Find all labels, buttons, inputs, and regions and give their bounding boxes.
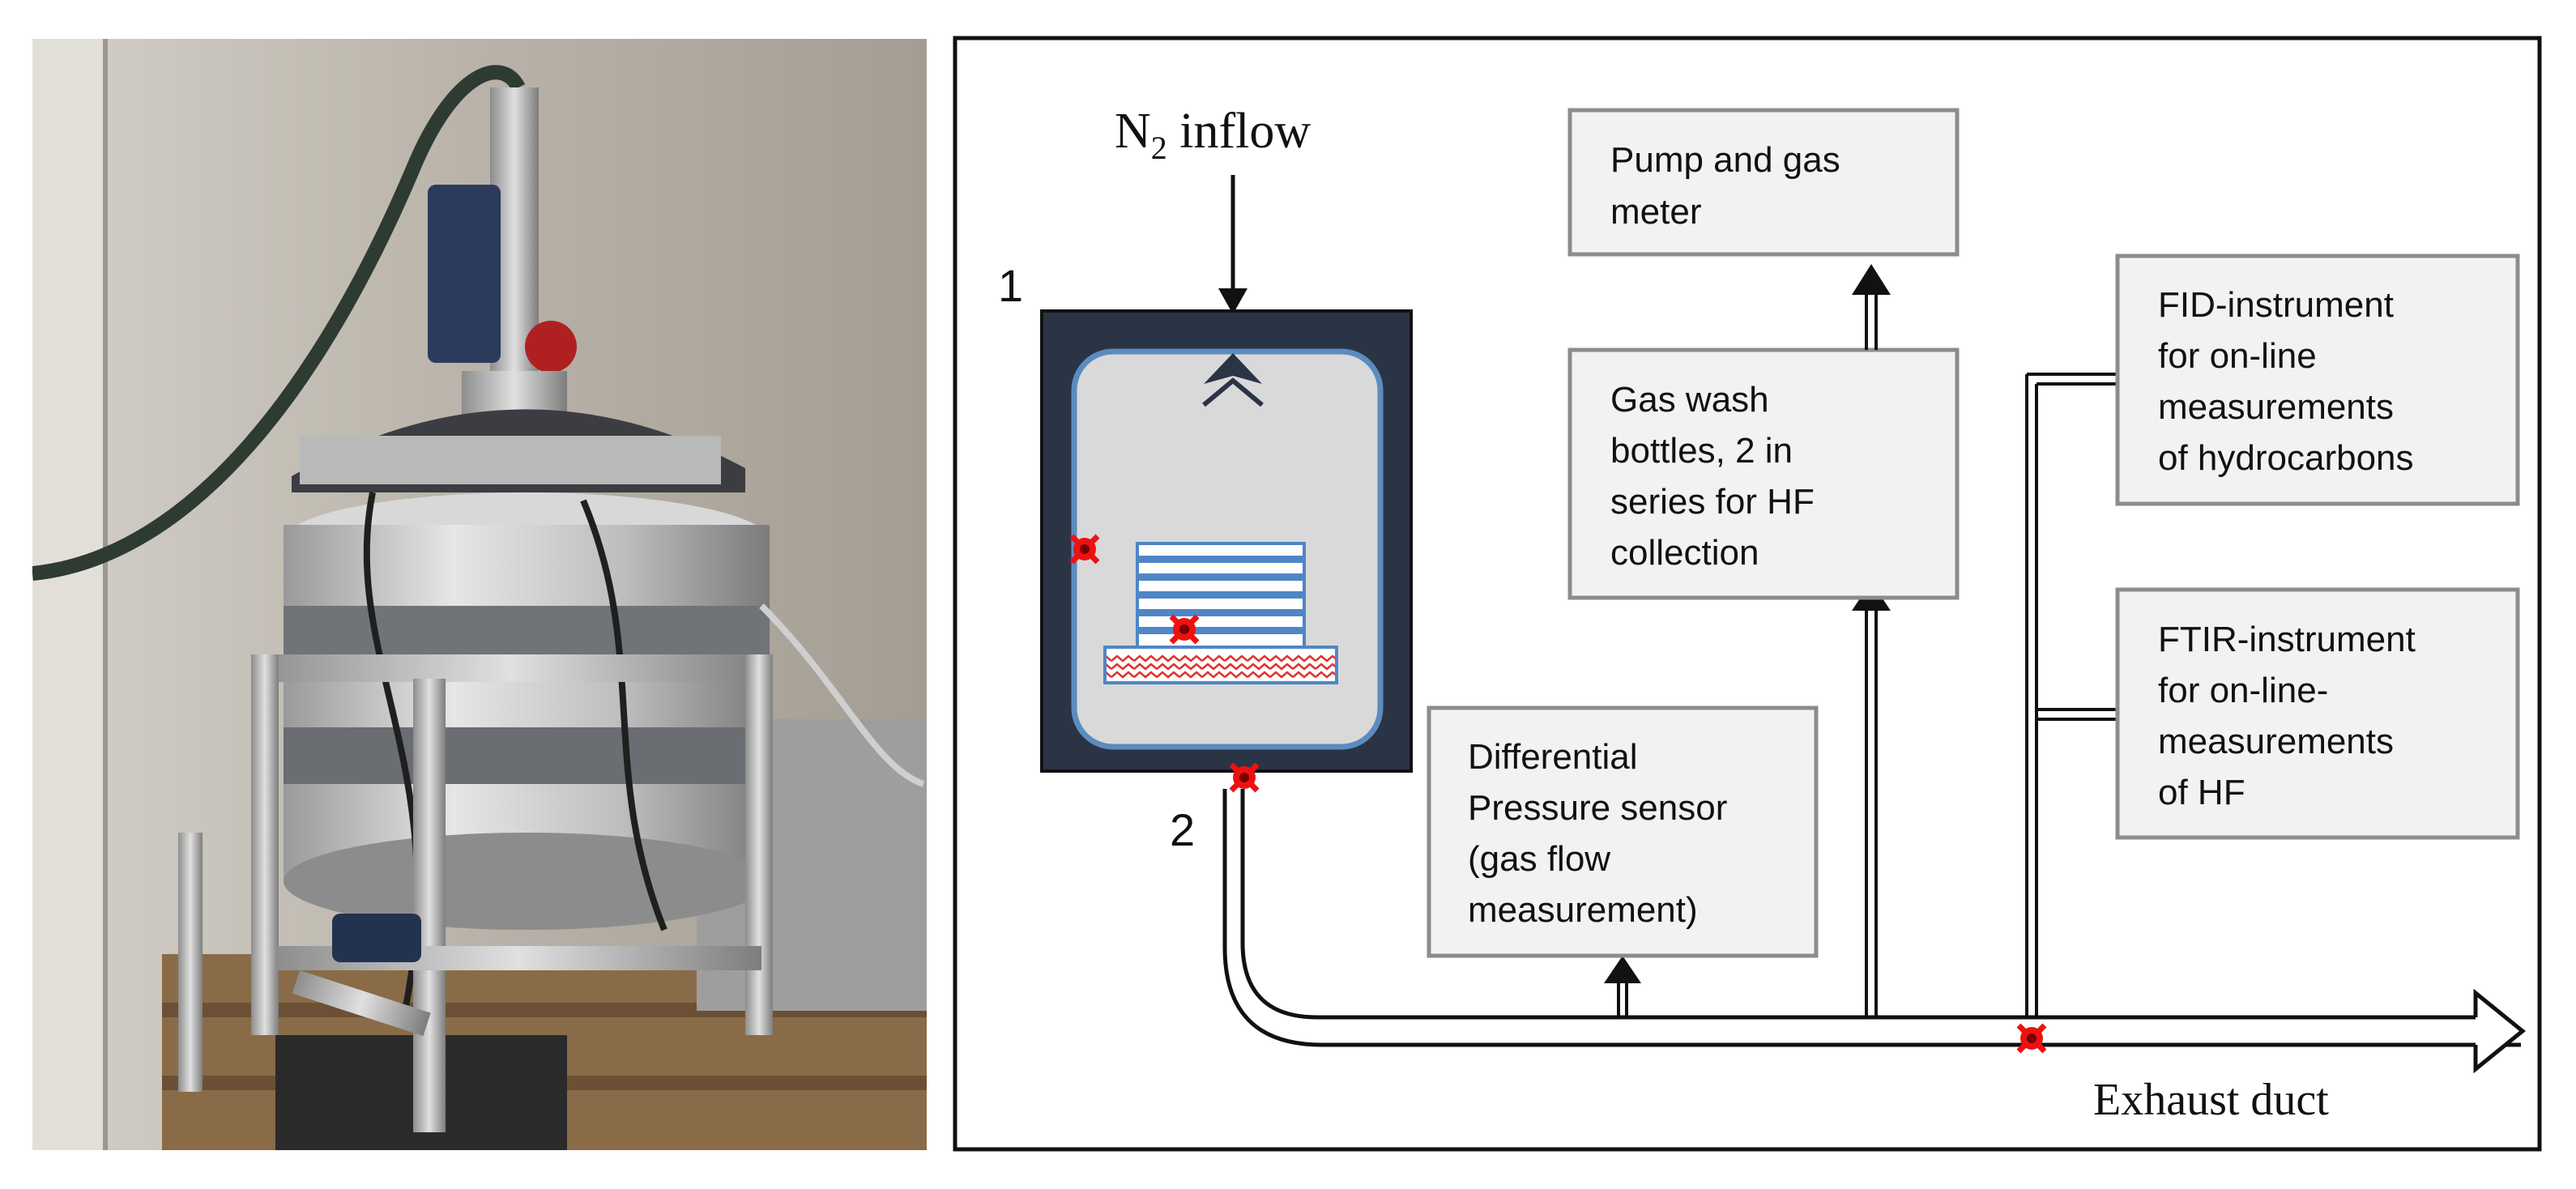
pressure-branch [1604, 956, 1641, 1017]
valve-handle [525, 321, 577, 373]
thermocouple-marker [1229, 762, 1260, 793]
inflow-arrow-head [1218, 288, 1247, 314]
ftir-line-3: measurements [2158, 722, 2394, 761]
apparatus-photo [32, 39, 927, 1150]
gaswash-line-1: Gas wash [1610, 380, 1769, 420]
fid-line-3: measurements [2158, 387, 2394, 427]
gaswash-line-2: bottles, 2 in [1610, 431, 1793, 471]
pressure-line-1: Differential [1468, 737, 1638, 777]
analyzer-branch [2025, 373, 2121, 1017]
thermocouple-marker [2016, 1023, 2047, 1054]
setup-schematic: N2 inflow 1 [953, 36, 2542, 1152]
insulated-vessel [284, 525, 770, 881]
fid-box: FID-instrument for on-line measurements … [2115, 254, 2520, 506]
sample-stack [1136, 542, 1306, 649]
clamp-bar [300, 436, 721, 484]
base-sensor [332, 914, 421, 962]
ftir-line-2: for on-line- [2158, 671, 2328, 710]
valve-actuator [428, 185, 501, 363]
thermocouple-marker [1169, 614, 1200, 645]
fid-line-2: for on-line [2158, 336, 2317, 376]
fid-line-1: FID-instrument [2158, 285, 2394, 325]
pressure-line-4: measurement) [1468, 890, 1698, 930]
thermocouple-marker [1069, 534, 1100, 565]
exhaust-duct [1222, 789, 2521, 1047]
pump-box: Pump and gas meter [1567, 108, 1960, 257]
pump-line-2: meter [1610, 192, 1701, 232]
pressure-line-2: Pressure sensor [1468, 788, 1727, 828]
inflow-label: N2 inflow [1115, 104, 1311, 166]
exhaust-label: Exhaust duct [2093, 1075, 2329, 1125]
ftir-line-1: FTIR-instrument [2158, 620, 2416, 659]
pressure-line-3: (gas flow [1468, 839, 1610, 879]
vessel-outlet-chevron [1204, 353, 1262, 384]
apparatus-illustration [32, 39, 927, 1150]
ftir-box: FTIR-instrument for on-line- measurement… [2115, 587, 2520, 840]
exhaust-arrow-head [2473, 988, 2526, 1074]
reaction-vessel [1040, 309, 1413, 773]
gaswash-line-3: series for HF [1610, 482, 1815, 522]
gaswash-box: Gas wash bottles, 2 in series for HF col… [1567, 347, 1960, 600]
pressure-sensor-box: Differential Pressure sensor (gas flow m… [1427, 705, 1819, 958]
ftir-line-4: of HF [2158, 773, 2245, 812]
wall-edge [32, 39, 105, 1150]
pump-branch [1852, 264, 1891, 350]
fid-line-4: of hydrocarbons [2158, 438, 2414, 478]
marker-2: 2 [1170, 804, 1195, 855]
heater-plate [1103, 646, 1338, 684]
marker-1: 1 [998, 260, 1023, 311]
pump-line-1: Pump and gas [1610, 140, 1840, 180]
gaswash-line-4: collection [1610, 533, 1759, 573]
hose [32, 65, 526, 581]
